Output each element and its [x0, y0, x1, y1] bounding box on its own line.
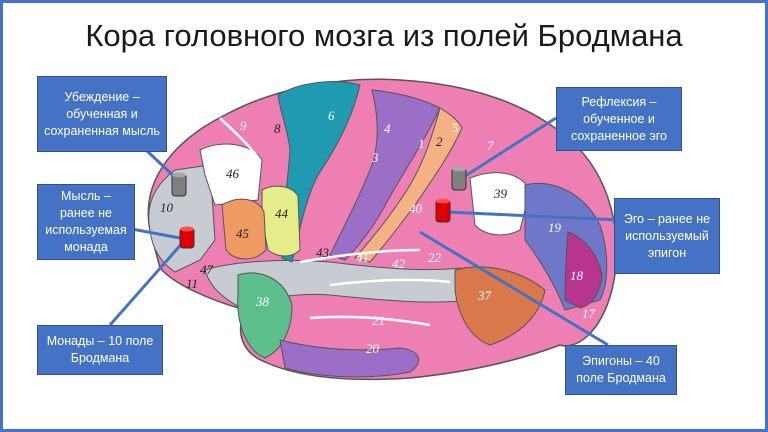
area-yellow-44 — [261, 185, 301, 257]
callout-monads: Монады – 10 поле Бродмана — [37, 325, 163, 375]
area-label-18: 18 — [570, 268, 584, 283]
callout-ego: Эго – ранее не используемый эпигон — [614, 198, 720, 274]
marker-red-left — [179, 226, 195, 249]
marker-red-right — [435, 198, 451, 223]
area-label-10: 10 — [160, 200, 174, 215]
area-label-46: 46 — [226, 166, 240, 181]
connector-monads — [108, 239, 187, 326]
area-label-43: 43 — [316, 245, 330, 260]
area-label-4: 4 — [384, 121, 391, 136]
area-rust-37 — [454, 266, 546, 346]
area-label-44: 44 — [275, 206, 289, 221]
area-label-6: 6 — [328, 108, 335, 123]
area-label-2: 2 — [436, 134, 443, 149]
area-label-21: 21 — [372, 313, 385, 328]
area-peach-strip — [354, 107, 463, 263]
area-label-11: 11 — [186, 276, 198, 291]
area-magenta-18 — [564, 231, 603, 309]
area-label-39: 39 — [493, 186, 508, 201]
area-label-9: 9 — [240, 118, 247, 133]
area-label-40: 40 — [409, 201, 423, 216]
callout-belief: Убеждение – обученная и сохраненная мысл… — [37, 76, 167, 152]
area-label-7: 7 — [487, 138, 494, 153]
area-label-22: 22 — [428, 250, 442, 265]
area-label-42: 42 — [392, 256, 406, 271]
connector-epigons — [419, 230, 609, 347]
area-white-39 — [469, 172, 531, 236]
connector-ego — [445, 210, 621, 222]
area-grey-orbital — [148, 164, 216, 273]
marker-grey-right — [451, 166, 467, 191]
area-label-37: 37 — [477, 288, 492, 303]
area-label-41: 41 — [356, 250, 369, 265]
area-label-8: 8 — [274, 121, 281, 136]
area-label-47: 47 — [200, 262, 214, 277]
area-orange-45 — [221, 198, 267, 260]
area-label-17: 17 — [582, 306, 596, 321]
callout-epigons: Эпигоны – 40 поле Бродмана — [565, 345, 677, 395]
slide-title: Кора головного мозга из полей Бродмана — [85, 18, 683, 53]
area-label-1: 1 — [418, 136, 425, 151]
area-purple-20 — [279, 339, 420, 378]
callout-reflection: Рефлексия – обученное и сохраненное эго — [556, 87, 682, 151]
area-label-20: 20 — [366, 341, 380, 356]
callout-thought: Мысль – ранее не используемая монада — [37, 184, 135, 260]
area-label-3: 3 — [371, 150, 379, 165]
area-label-38: 38 — [255, 294, 270, 309]
area-label-5: 5 — [452, 120, 459, 135]
area-label-45: 45 — [236, 226, 250, 241]
marker-grey-left — [171, 172, 187, 197]
area-label-19: 19 — [548, 220, 562, 235]
sulcus-lines — [219, 117, 451, 327]
area-purple-strip — [329, 89, 441, 261]
connector-reflection — [461, 116, 557, 180]
